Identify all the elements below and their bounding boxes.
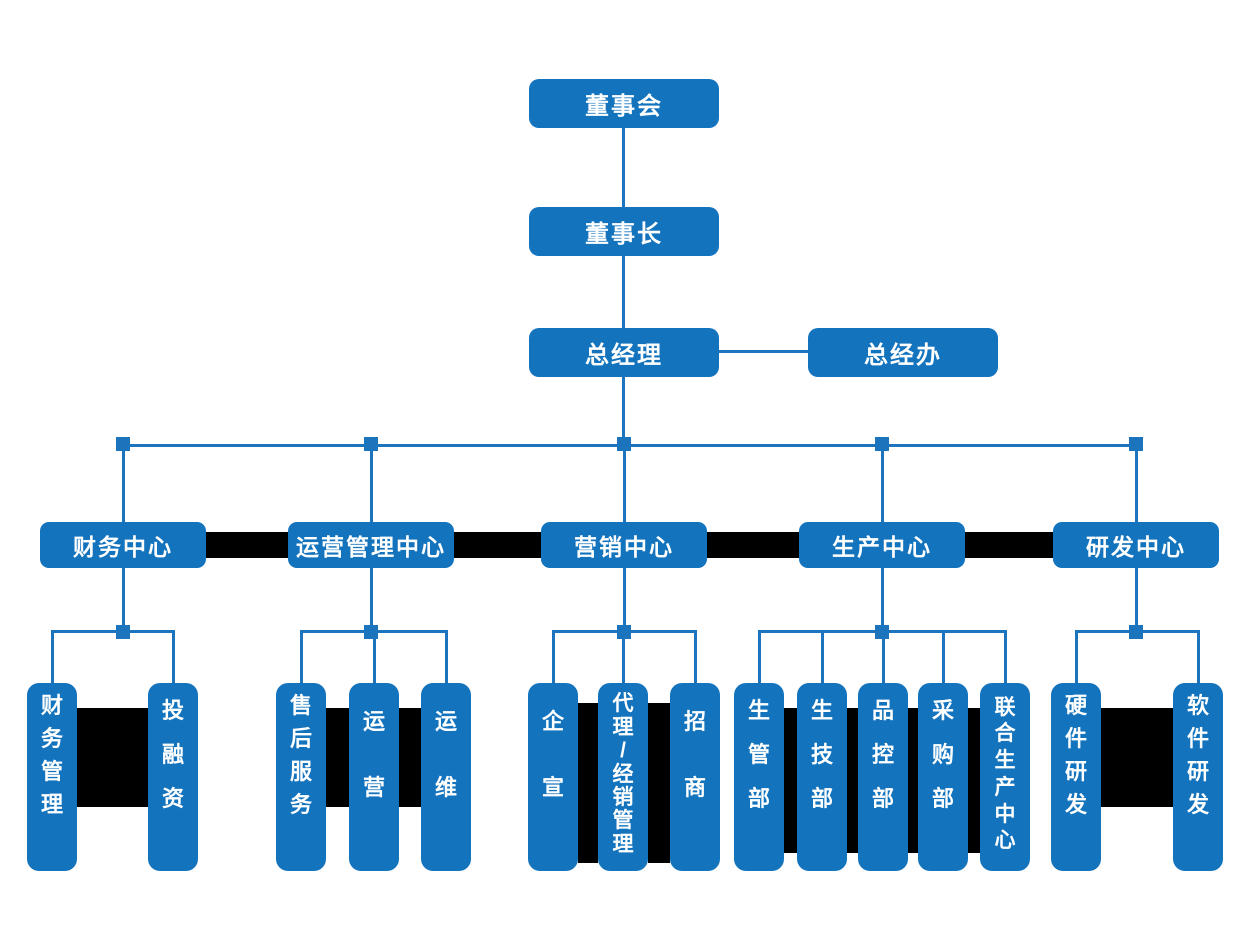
connector-line — [719, 350, 808, 353]
black-bar — [399, 708, 421, 807]
connector-line — [51, 630, 54, 683]
black-bar — [968, 708, 980, 853]
connector-line — [1135, 568, 1138, 634]
connector-line — [882, 630, 885, 683]
node-hardware-rd: 硬件研发 — [1051, 683, 1101, 871]
connector-dot — [364, 625, 378, 639]
node-operations-maintenance: 运维 — [421, 683, 471, 871]
black-bar — [326, 708, 349, 807]
connector-line — [622, 377, 625, 444]
connector-line — [758, 630, 761, 683]
connector-line — [1135, 444, 1138, 522]
connector-line — [552, 630, 555, 683]
node-procurement-dept: 采购部 — [918, 683, 968, 871]
connector-dot — [116, 437, 130, 451]
connector-dot — [364, 437, 378, 451]
black-bar — [454, 532, 541, 558]
node-quality-control-dept: 品控部 — [858, 683, 908, 871]
node-investment-attraction: 招商 — [670, 683, 720, 871]
node-general-manager: 总经理 — [529, 328, 719, 377]
black-bar — [1101, 708, 1173, 807]
node-corporate-publicity: 企宣 — [528, 683, 578, 871]
black-bar — [784, 708, 797, 853]
connector-line — [881, 444, 884, 522]
connector-line — [172, 630, 175, 683]
node-rd-center: 研发中心 — [1053, 522, 1219, 568]
node-board-of-directors: 董事会 — [529, 79, 719, 128]
connector-line — [1075, 630, 1078, 683]
black-bar — [965, 532, 1053, 558]
black-bar — [707, 532, 799, 558]
node-operations: 运营 — [349, 683, 399, 871]
black-bar — [648, 703, 670, 863]
connector-dot — [617, 625, 631, 639]
node-finance-center: 财务中心 — [40, 522, 206, 568]
node-operations-management-center: 运营管理中心 — [288, 522, 454, 568]
connector-line — [122, 568, 125, 634]
node-after-sales-service: 售后服务 — [276, 683, 326, 871]
connector-line — [942, 630, 945, 683]
black-bar — [908, 708, 918, 853]
node-investment-financing: 投融资 — [148, 683, 198, 871]
connector-line — [51, 630, 175, 633]
node-production-management-dept: 生管部 — [734, 683, 784, 871]
connector-line — [622, 256, 625, 328]
connector-line — [622, 128, 625, 207]
connector-line — [1004, 630, 1007, 683]
connector-line — [881, 568, 884, 634]
connector-line — [445, 630, 448, 683]
connector-line — [623, 444, 626, 522]
connector-dot — [875, 437, 889, 451]
black-bar — [206, 532, 288, 558]
connector-line — [370, 444, 373, 522]
connector-line — [370, 568, 373, 634]
connector-dot — [1129, 437, 1143, 451]
node-production-center: 生产中心 — [799, 522, 965, 568]
connector-line — [122, 444, 125, 522]
node-gm-office: 总经办 — [808, 328, 998, 377]
connector-dot — [1129, 625, 1143, 639]
node-production-tech-dept: 生技部 — [797, 683, 847, 871]
node-agency-distribution-management: 代理/经销管理 — [598, 683, 648, 871]
node-chairman: 董事长 — [529, 207, 719, 256]
connector-line — [300, 630, 303, 683]
node-marketing-center: 营销中心 — [541, 522, 707, 568]
connector-dot — [116, 625, 130, 639]
connector-line — [623, 568, 626, 634]
connector-line — [622, 630, 625, 683]
node-joint-production-center: 联合生产中心 — [980, 683, 1030, 871]
node-software-rd: 软件研发 — [1173, 683, 1223, 871]
node-financial-management: 财务管理 — [27, 683, 77, 871]
connector-dot — [617, 437, 631, 451]
black-bar — [578, 703, 598, 863]
connector-line — [1197, 630, 1200, 683]
connector-dot — [875, 625, 889, 639]
black-bar — [847, 708, 858, 853]
connector-line — [373, 630, 376, 683]
connector-line — [821, 630, 824, 683]
black-bar — [77, 708, 148, 807]
connector-line — [694, 630, 697, 683]
